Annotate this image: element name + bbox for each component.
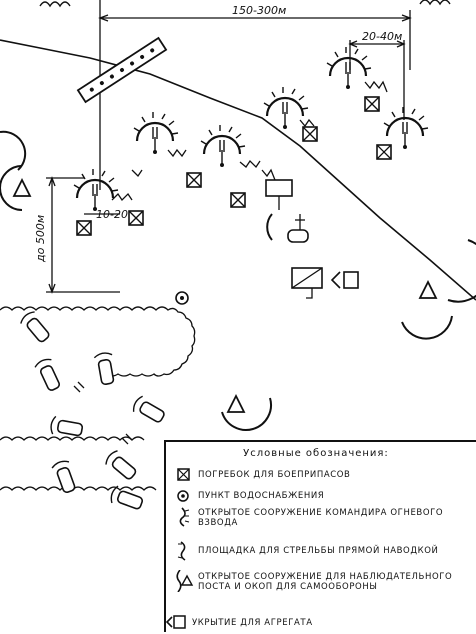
water-point-icon bbox=[177, 490, 189, 502]
legend-text: пункт водоснабжения bbox=[198, 491, 325, 501]
legend-item-ammo-cellar: погребок для боеприпасов bbox=[166, 464, 476, 486]
ammo-rack bbox=[76, 36, 168, 104]
dim-short-gap: 10-20м bbox=[96, 208, 136, 221]
water-point bbox=[175, 291, 189, 305]
legend-text: площадка для стрельбы прямой наводкой bbox=[198, 546, 439, 556]
vehicle bbox=[102, 448, 140, 484]
gun-pit bbox=[132, 110, 180, 156]
legend-item-commander-post: открытое сооружение командира огневого в… bbox=[166, 506, 476, 528]
dim-depth: до 500м bbox=[34, 215, 47, 263]
legend-text: погребок для боеприпасов bbox=[198, 470, 351, 480]
legend-item-water-point: пункт водоснабжения bbox=[166, 486, 476, 508]
trench-line bbox=[111, 80, 388, 202]
legend-item-generator-shelter: укрытие для агрегата bbox=[165, 612, 476, 634]
defensive-arc bbox=[0, 130, 27, 171]
observation-post bbox=[0, 165, 32, 211]
vehicle-park-outline bbox=[0, 306, 196, 491]
vehicle bbox=[108, 484, 146, 514]
direct-fire-position-icon bbox=[177, 541, 186, 561]
ammo-cellar bbox=[230, 192, 246, 208]
vehicle bbox=[93, 350, 118, 387]
legend-item-direct-fire: площадка для стрельбы прямой наводкой bbox=[166, 540, 476, 562]
legend-text: укрытие для агрегата bbox=[192, 618, 313, 628]
gun-pit bbox=[262, 85, 310, 131]
vehicle bbox=[33, 356, 65, 394]
vehicle bbox=[130, 393, 168, 427]
gun-pit bbox=[382, 105, 430, 151]
ammo-cellar bbox=[302, 126, 318, 142]
vehicle bbox=[48, 415, 85, 440]
legend-title: Условные обозначения: bbox=[243, 448, 389, 459]
generator-shelter-icon bbox=[165, 615, 186, 629]
ammo-cellar bbox=[376, 144, 392, 160]
crossing-marks bbox=[73, 381, 133, 445]
generator-shelter bbox=[291, 267, 359, 299]
dimension-lines bbox=[46, 0, 412, 294]
vehicle bbox=[18, 308, 54, 346]
legend-box: Условные обозначения: погребок для боепр… bbox=[164, 440, 476, 632]
tree-line-top bbox=[39, 0, 451, 8]
gun-pit bbox=[199, 123, 247, 169]
dim-gun-spacing: 20-40м bbox=[362, 30, 402, 43]
gun-pit bbox=[72, 167, 120, 213]
legend-text: открытое сооружение для наблюдательного … bbox=[198, 572, 453, 592]
legend-item-observation-post: открытое сооружение для наблюдательного … bbox=[166, 570, 476, 592]
gun-pit bbox=[325, 45, 373, 91]
commander-post bbox=[265, 179, 309, 243]
legend-text: открытое сооружение командира огневого в… bbox=[198, 508, 444, 528]
ammo-cellar-icon bbox=[177, 468, 190, 481]
observation-post bbox=[401, 239, 476, 340]
ammo-cellar bbox=[128, 210, 144, 226]
ammo-cellar bbox=[186, 172, 202, 188]
dim-top-span: 150-300м bbox=[232, 4, 286, 17]
road-line bbox=[0, 39, 476, 301]
observation-post bbox=[221, 393, 272, 431]
ammo-cellar bbox=[364, 96, 380, 112]
vehicle bbox=[50, 458, 80, 496]
ammo-cellar bbox=[76, 220, 92, 236]
observation-post-icon bbox=[176, 570, 194, 592]
commander-post-icon bbox=[179, 507, 190, 527]
